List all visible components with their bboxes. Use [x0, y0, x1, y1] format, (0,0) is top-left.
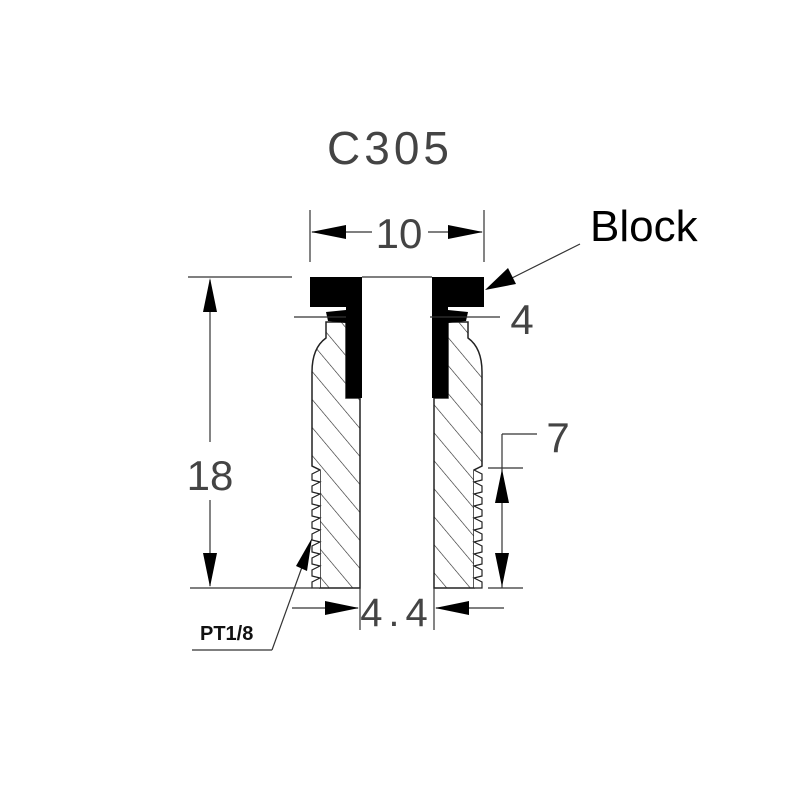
fitting-left-wall	[311, 321, 361, 589]
dimension-overall-height: 18	[187, 276, 312, 589]
dimension-bore-diameter: 4.4	[292, 588, 504, 635]
thread-callout: PT1/8	[192, 538, 312, 651]
dimension-block-step: 4	[294, 296, 534, 343]
block-label: Block	[590, 202, 699, 251]
dimension-bore-diameter-value: 4.4	[360, 591, 434, 635]
fitting-right-wall	[433, 321, 483, 589]
thread-label: PT1/8	[200, 623, 253, 645]
dimension-thread-length-value: 7	[546, 414, 569, 461]
dimension-block-step-value: 4	[510, 296, 533, 343]
block-callout: Block	[485, 202, 699, 290]
thread-left	[311, 469, 322, 589]
drawing-title: C305	[327, 122, 453, 174]
dimension-thread-length: 7	[488, 414, 570, 589]
dimension-top-width: 10	[309, 210, 485, 262]
thread-right	[472, 469, 483, 589]
dimension-top-width-value: 10	[376, 210, 423, 257]
dimension-overall-height-value: 18	[187, 452, 234, 499]
